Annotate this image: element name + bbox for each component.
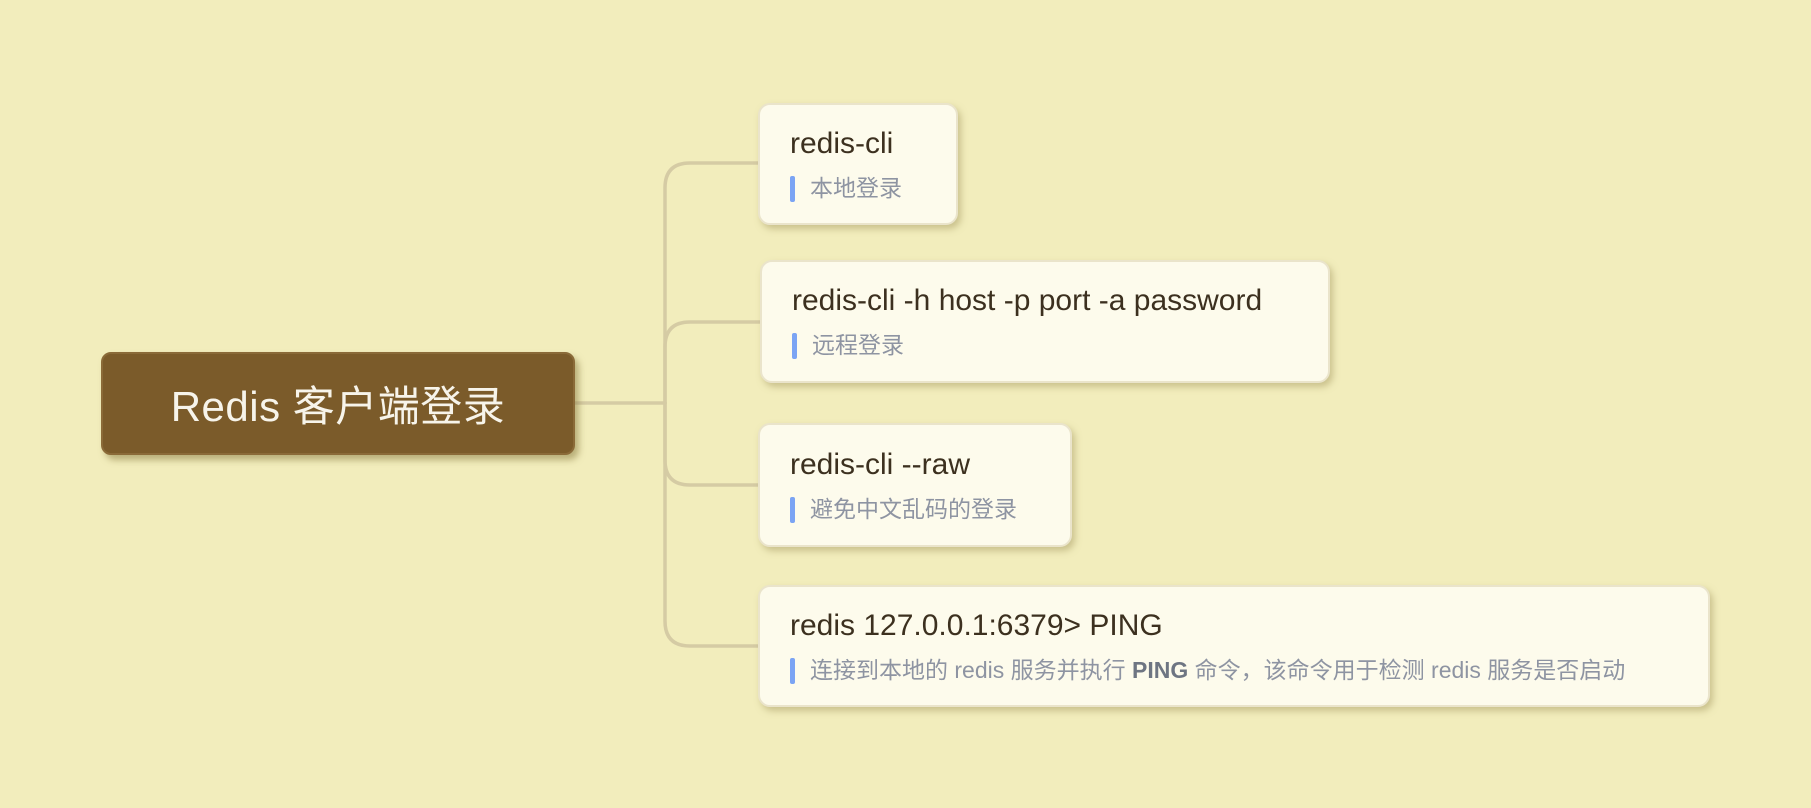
note-indicator-bar-icon [792, 333, 797, 359]
node-note: 本地登录 [790, 175, 926, 203]
root-node-label: Redis 客户端登录 [170, 383, 506, 430]
node-title: redis-cli [790, 126, 894, 160]
child-node-ping[interactable]: redis 127.0.0.1:6379> PING 连接到本地的 redis … [758, 585, 1710, 707]
note-indicator-bar-icon [790, 496, 795, 523]
connector-root-to-child-4 [663, 401, 760, 648]
note-text: 远程登录 [812, 332, 904, 359]
node-note: 连接到本地的 redis 服务并执行 PING 命令，该命令用于检测 redis… [790, 657, 1678, 685]
note-text-bold: PING [1132, 656, 1189, 683]
note-text: 本地登录 [810, 174, 902, 201]
note-text: 避免中文乱码的登录 [810, 495, 1017, 522]
connector-root-to-child-1 [663, 161, 760, 405]
node-title: redis-cli --raw [790, 447, 970, 481]
child-node-local-login[interactable]: redis-cli 本地登录 [758, 103, 958, 225]
note-indicator-bar-icon [790, 657, 795, 684]
node-title: redis 127.0.0.1:6379> PING [790, 608, 1163, 642]
connector-root-to-child-3 [663, 401, 760, 487]
node-note: 远程登录 [792, 332, 1298, 360]
child-node-remote-login[interactable]: redis-cli -h host -p port -a password 远程… [760, 260, 1330, 383]
root-node-redis-client-login[interactable]: Redis 客户端登录 [101, 352, 575, 455]
note-text-prefix: 连接到本地的 redis 服务并执行 [810, 656, 1133, 683]
note-indicator-bar-icon [790, 175, 795, 202]
node-note: 避免中文乱码的登录 [790, 496, 1040, 524]
node-title: redis-cli -h host -p port -a password [792, 284, 1263, 318]
child-node-raw-login[interactable]: redis-cli --raw 避免中文乱码的登录 [758, 423, 1072, 547]
note-text-suffix: 命令，该命令用于检测 redis 服务是否启动 [1188, 656, 1626, 683]
note-text: 连接到本地的 redis 服务并执行 PING 命令，该命令用于检测 redis… [810, 657, 1625, 685]
connector-root-to-child-2 [663, 320, 762, 405]
